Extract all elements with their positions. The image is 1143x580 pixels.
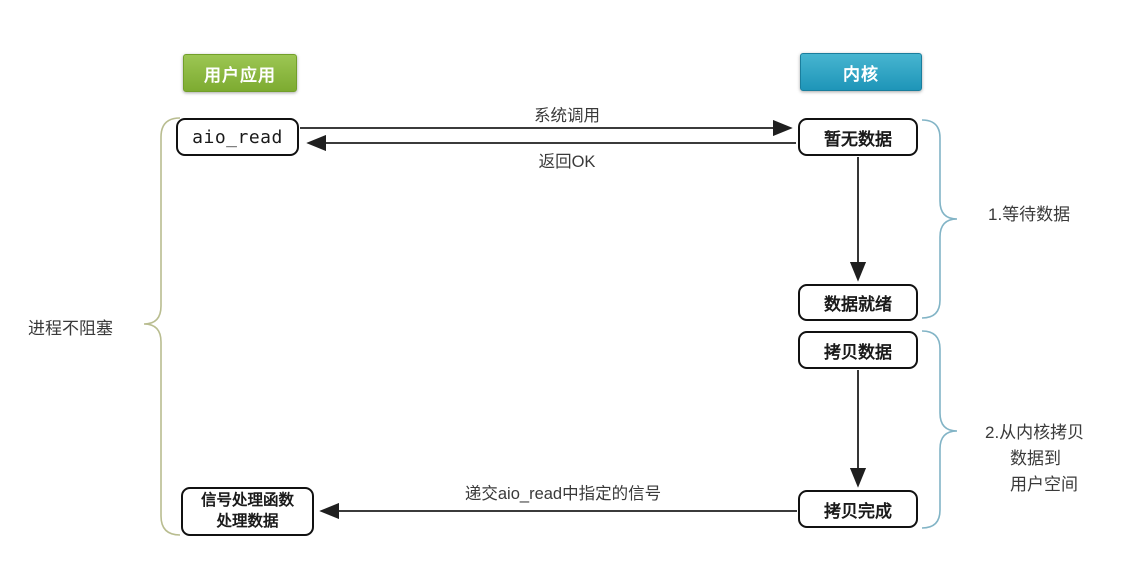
annotation-phase2: 2.从内核拷贝 数据到 用户空间: [985, 420, 1084, 498]
edge-label-return-ok: 返回OK: [538, 153, 596, 171]
node-signal-handler: 信号处理函数 处理数据: [181, 487, 314, 536]
edge-label-syscall: 系统调用: [534, 107, 600, 125]
kernel-header: 内核: [800, 53, 922, 91]
edge-label-deliver-signal: 递交aio_read中指定的信号: [464, 485, 662, 503]
annotation-phase2-line3: 用户空间: [1010, 475, 1078, 494]
annotation-phase2-line1: 2.从内核拷贝: [985, 423, 1085, 442]
user-app-header: 用户应用: [183, 54, 297, 92]
user-app-header-label: 用户应用: [204, 65, 276, 85]
node-aio-read: aio_read: [176, 118, 299, 156]
node-no-data-label: 暂无数据: [824, 129, 892, 149]
annotation-process-not-blocking: 进程不阻塞: [28, 319, 113, 338]
node-aio-read-label: aio_read: [192, 126, 283, 148]
node-data-ready-label: 数据就绪: [824, 295, 892, 314]
phase2-brace: [921, 330, 958, 529]
annotation-phase1: 1.等待数据: [988, 205, 1071, 224]
node-copy-done: 拷贝完成: [798, 490, 918, 528]
left-brace: [143, 117, 181, 536]
node-copy-data: 拷贝数据: [798, 331, 918, 369]
node-no-data: 暂无数据: [798, 118, 918, 156]
node-signal-handler-line2: 处理数据: [216, 512, 279, 530]
annotation-phase2-line2: 数据到: [1010, 449, 1061, 468]
node-signal-handler-line1: 信号处理函数: [200, 491, 294, 509]
node-data-ready: 数据就绪: [798, 284, 918, 321]
node-copy-done-label: 拷贝完成: [824, 501, 892, 521]
phase1-brace: [921, 119, 958, 319]
node-copy-data-label: 拷贝数据: [824, 342, 892, 362]
kernel-header-label: 内核: [843, 64, 879, 84]
